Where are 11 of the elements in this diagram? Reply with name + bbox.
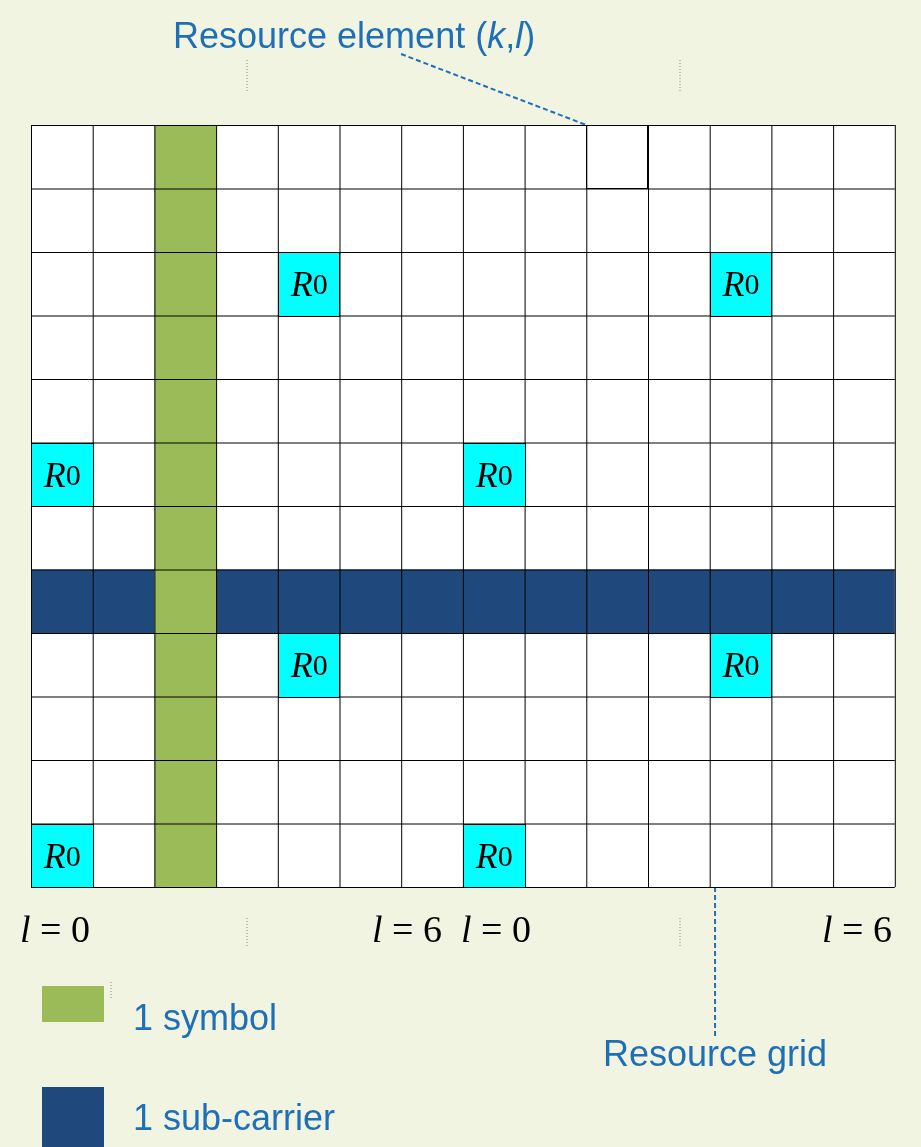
legend-text: 1 symbol xyxy=(133,1000,278,1036)
callout-text: Resource element (k,l) xyxy=(173,18,536,54)
grid-cell xyxy=(586,125,648,189)
axis-label: l = 6 xyxy=(372,910,442,948)
legend-text: 1 sub-carrier xyxy=(133,1100,336,1136)
leader-line xyxy=(714,886,717,1037)
axis-label: l = 0 xyxy=(20,910,90,948)
axis-label: l = 0 xyxy=(461,910,531,948)
callout-text: Resource grid xyxy=(603,1036,828,1072)
axis-label: l = 6 xyxy=(822,910,892,948)
leader-line xyxy=(400,53,588,126)
